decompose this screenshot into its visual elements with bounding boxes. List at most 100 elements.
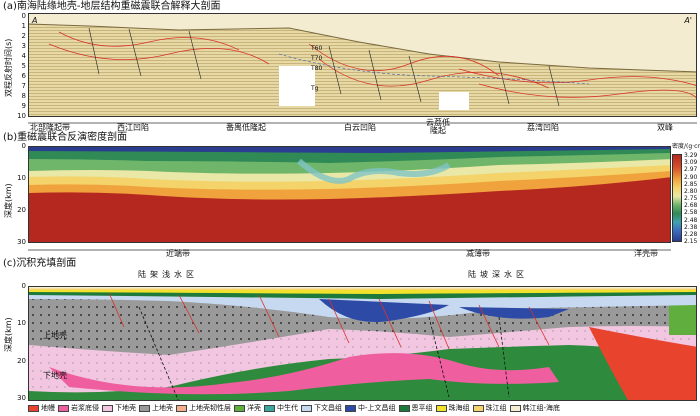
sediment-image <box>29 287 696 400</box>
legend-item: 珠海组 <box>435 404 470 412</box>
legend-label: 洋壳 <box>247 404 261 412</box>
colorbar-tick: 3.29 <box>684 152 698 159</box>
panel-b-y-tick: 20 <box>17 206 26 214</box>
colorbar-tick: 3.09 <box>684 159 698 167</box>
panel-b-y-tick: 30 <box>17 238 26 246</box>
panel-b-title: (b)重磁震联合反演密度剖面 <box>3 132 128 143</box>
legend-label: 岩浆底侵 <box>71 404 99 412</box>
legend-item: 中-上文昌组 <box>345 404 396 412</box>
colorbar-tick: 2.48 <box>684 216 698 224</box>
legend-label: 上地壳韧性层 <box>189 404 231 412</box>
legend-item: 上地壳韧性层 <box>176 404 231 412</box>
legend: 地幔 岩浆底侵 下地壳 上地壳 上地壳韧性层 洋壳 中生代 下文昌组 中-上文昌组 恩平组 珠海组 珠… <box>28 402 700 414</box>
panel-a-y-tick: 7 <box>21 82 26 90</box>
region-panyu-uplift: 番禺低隆起 <box>226 123 266 132</box>
density-image <box>29 147 670 242</box>
legend-label: 地幔 <box>41 404 55 412</box>
legend-swatch <box>58 404 69 412</box>
panel-b-y-tick: 0 <box>21 142 26 150</box>
legend-swatch <box>28 404 39 412</box>
legend-item: 韩江组-海底 <box>509 404 561 412</box>
colorbar-tick: 2.80 <box>684 187 698 195</box>
density-section <box>28 146 671 243</box>
panel-a-y-tick: 5 <box>21 62 26 70</box>
legend-swatch <box>301 404 312 412</box>
panel-c-y-tick: 20 <box>17 356 26 365</box>
legend-swatch <box>234 404 245 412</box>
legend-swatch <box>509 404 521 412</box>
horizon-label-t60: T60 <box>311 45 323 52</box>
legend-label: 下地壳 <box>115 404 136 412</box>
legend-item: 上地壳 <box>139 404 173 412</box>
zone-proximal: 近端带 <box>166 249 190 258</box>
legend-item: 下文昌组 <box>301 404 342 412</box>
legend-swatch <box>435 404 447 412</box>
panel-a-yaxis: 0 1 2 3 4 5 6 7 8 9 10 <box>12 12 28 124</box>
panel-a-y-tick: 9 <box>21 102 26 110</box>
legend-label: 珠江组 <box>485 404 507 412</box>
density-colorbar <box>672 154 682 242</box>
horizon-label-t70: T70 <box>311 55 323 62</box>
panel-c-yaxis: 0 10 20 30 <box>12 282 28 402</box>
panel-a-y-tick: 4 <box>21 52 26 60</box>
colorbar-tick: 2.97 <box>684 166 698 174</box>
lower-crust-label: 下地壳 <box>43 371 67 380</box>
legend-swatch <box>102 404 113 412</box>
sediment-section: 上地壳 下地壳 <box>28 286 697 401</box>
endpoint-a-label: A <box>32 16 38 25</box>
legend-swatch <box>398 404 410 412</box>
legend-swatch <box>264 404 275 412</box>
colorbar-tick: 2.75 <box>684 195 698 202</box>
legend-item: 岩浆底侵 <box>58 404 99 412</box>
panel-c-y-tick: 30 <box>17 394 26 402</box>
legend-label: 下文昌组 <box>314 404 342 412</box>
legend-label: 珠海组 <box>448 404 470 412</box>
legend-item: 地幔 <box>28 404 55 412</box>
region-yunli-uplift: 云荔低隆起 <box>426 118 450 135</box>
panel-c-y-tick: 10 <box>17 319 26 328</box>
legend-swatch <box>472 404 484 412</box>
zone-slope-deep: 陆坡深水区 <box>468 270 528 279</box>
legend-item: 中生代 <box>264 404 298 412</box>
legend-swatch <box>176 404 187 412</box>
seismic-image <box>29 14 696 116</box>
legend-label: 中生代 <box>277 404 298 412</box>
colorbar-tick: 2.85 <box>684 180 698 188</box>
region-baiyun-sag: 白云凹陷 <box>344 123 376 132</box>
panel-a-y-tick: 0 <box>21 12 26 20</box>
colorbar-tick: 2.68 <box>684 202 698 210</box>
colorbar-tick: 2.38 <box>684 223 698 231</box>
horizon-label-t80: T80 <box>311 65 323 72</box>
legend-item: 洋壳 <box>234 404 261 412</box>
panel-a-region-bar: 北部隆起带 西江凹陷 番禺低隆起 白云凹陷 云荔低隆起 荔湾凹陷 双峰 <box>28 117 697 135</box>
panel-a-y-tick: 6 <box>21 72 26 80</box>
region-liwan-sag: 荔湾凹陷 <box>527 123 559 132</box>
panel-c-top-bar: 陆架浅水区 陆坡深水区 <box>28 266 671 288</box>
legend-item: 下地壳 <box>102 404 136 412</box>
legend-item: 恩平组 <box>398 404 433 412</box>
panel-a-y-tick: 2 <box>21 32 26 40</box>
seismic-section: A A' T60 T70 T80 Tg <box>28 13 697 117</box>
colorbar-tick: 2.58 <box>684 209 698 217</box>
panel-a-y-tick: 8 <box>21 92 26 100</box>
panel-b-zone-bar: 近端带 减薄带 洋壳带 <box>28 244 671 258</box>
legend-label: 韩江组-海底 <box>522 404 561 412</box>
zone-shelf-shallow: 陆架浅水区 <box>138 270 198 279</box>
legend-label: 恩平组 <box>411 404 433 412</box>
colorbar-title: 密度/(g·cm³) <box>672 143 700 150</box>
legend-label: 上地壳 <box>152 404 173 412</box>
panel-a-y-tick: 10 <box>17 112 26 120</box>
horizon-label-tg: Tg <box>311 85 319 92</box>
region-north-uplift: 北部隆起带 <box>30 123 70 132</box>
legend-swatch <box>139 404 150 412</box>
panel-a-y-tick: 3 <box>21 42 26 50</box>
legend-label: 中-上文昌组 <box>358 404 396 412</box>
upper-crust-label: 上地壳 <box>43 331 67 340</box>
zone-oceanic: 洋壳带 <box>634 249 658 258</box>
panel-c-y-tick: 0 <box>21 282 26 290</box>
colorbar-tick: 2.28 <box>684 230 698 238</box>
panel-a-y-tick: 1 <box>21 22 26 30</box>
region-shuangfeng: 双峰 <box>657 123 673 132</box>
region-xijiang-sag: 西江凹陷 <box>117 123 149 132</box>
